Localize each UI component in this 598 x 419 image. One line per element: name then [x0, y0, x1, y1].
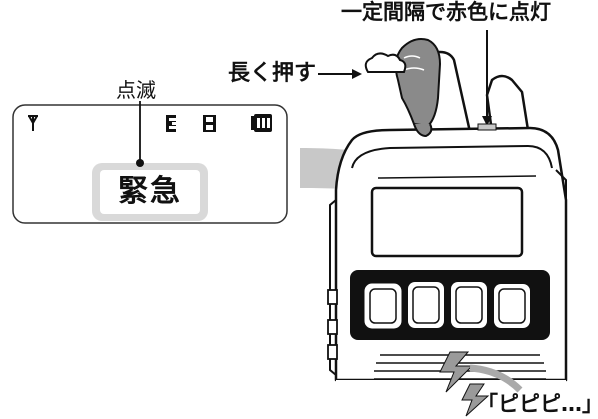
radio-screen — [370, 186, 524, 258]
battery-icon — [251, 114, 272, 132]
press-annotation-label: 長く押す — [228, 61, 317, 86]
sound-lightning-icon — [439, 351, 490, 417]
press-arrow-head — [352, 69, 362, 79]
blink-pointer-dot — [136, 159, 144, 167]
antenna-icon — [28, 115, 38, 131]
led-pointer-head — [482, 116, 492, 126]
cloud-puff — [364, 52, 407, 73]
emergency-text: 緊急 — [118, 174, 182, 209]
e-mark-icon — [166, 115, 176, 132]
led-annotation-label: 一定間隔で赤色に点灯 — [341, 0, 551, 24]
beep-annotation-label: 「ピピピ…」 — [477, 392, 598, 416]
blink-annotation-label: 点滅 — [116, 78, 156, 102]
sound-wave — [469, 364, 523, 393]
led-indicator — [477, 123, 497, 131]
h-mark-icon — [203, 115, 216, 132]
hand-pointer — [394, 38, 441, 137]
